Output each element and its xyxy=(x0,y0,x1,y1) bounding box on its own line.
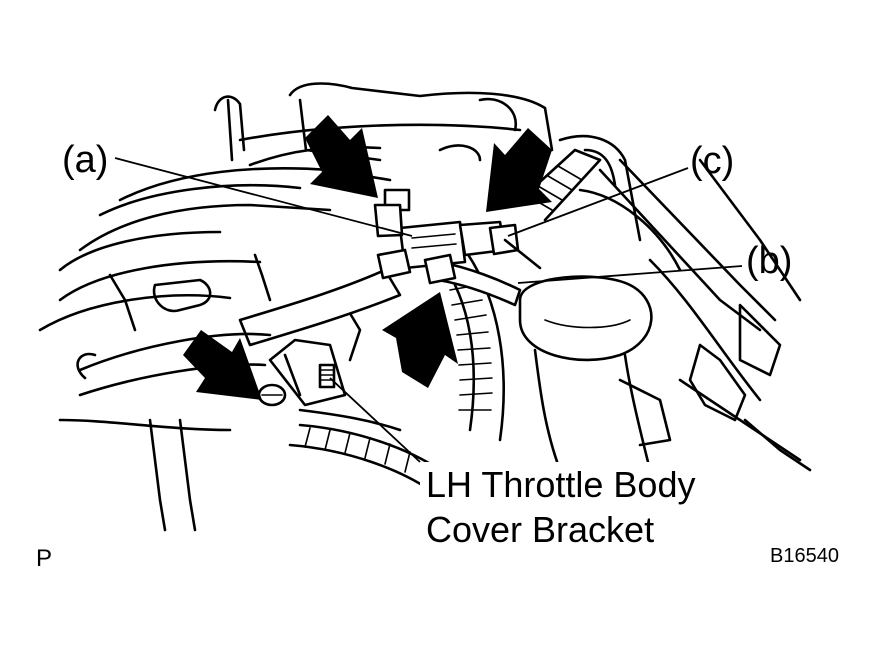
caption-backdrop xyxy=(420,462,750,550)
pointer-arrows xyxy=(183,115,552,400)
vsv-assembly xyxy=(373,188,542,285)
figure-code: B16540 xyxy=(770,545,839,567)
label-a: (a) xyxy=(62,139,108,181)
corner-mark: P xyxy=(36,545,52,572)
arrow-top-left xyxy=(305,115,378,198)
hoses-right xyxy=(558,134,812,472)
arrow-bottom-left xyxy=(183,330,262,400)
label-c: (c) xyxy=(690,140,734,182)
reservoir-cap xyxy=(518,275,653,472)
arrow-center-up xyxy=(382,292,458,388)
intake-manifold xyxy=(38,82,554,362)
leader-lines xyxy=(114,157,743,463)
vacuum-hose xyxy=(238,260,522,347)
label-b: (b) xyxy=(746,240,792,282)
arrow-top-right xyxy=(486,128,552,212)
caption-line-2: Cover Bracket xyxy=(426,509,654,550)
cover-bracket xyxy=(257,338,402,432)
caption-line-1: LH Throttle Body xyxy=(426,464,695,505)
